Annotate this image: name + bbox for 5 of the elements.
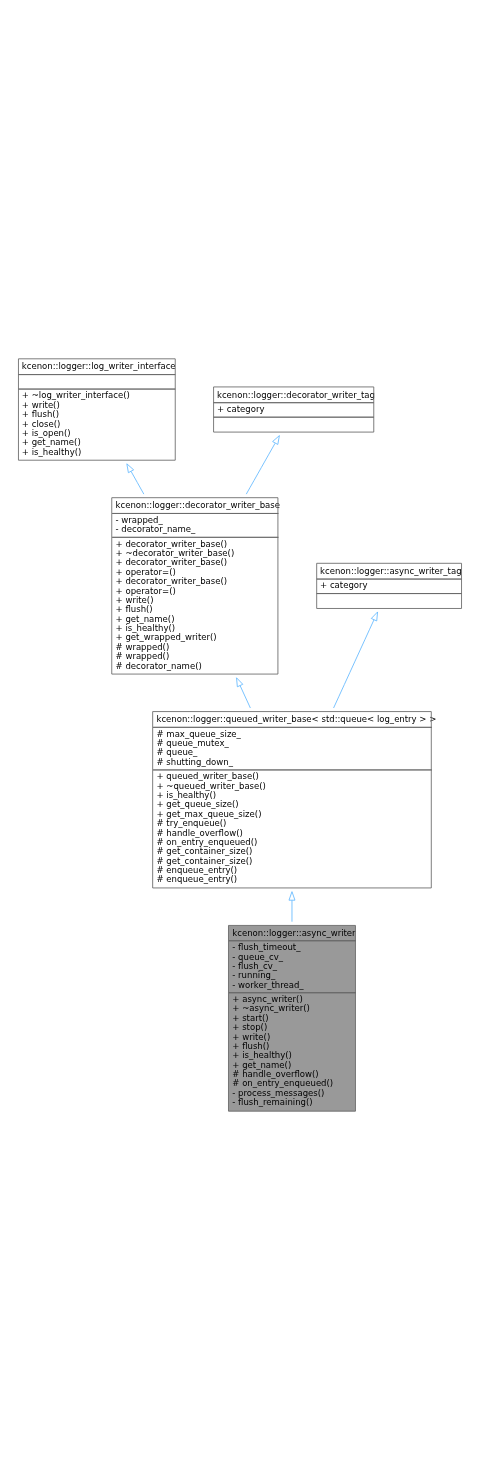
- arrow: [333, 611, 378, 708]
- arrow: [288, 890, 296, 922]
- arrow: [126, 462, 145, 495]
- arrow: [245, 434, 280, 495]
- arrow: [236, 676, 251, 708]
